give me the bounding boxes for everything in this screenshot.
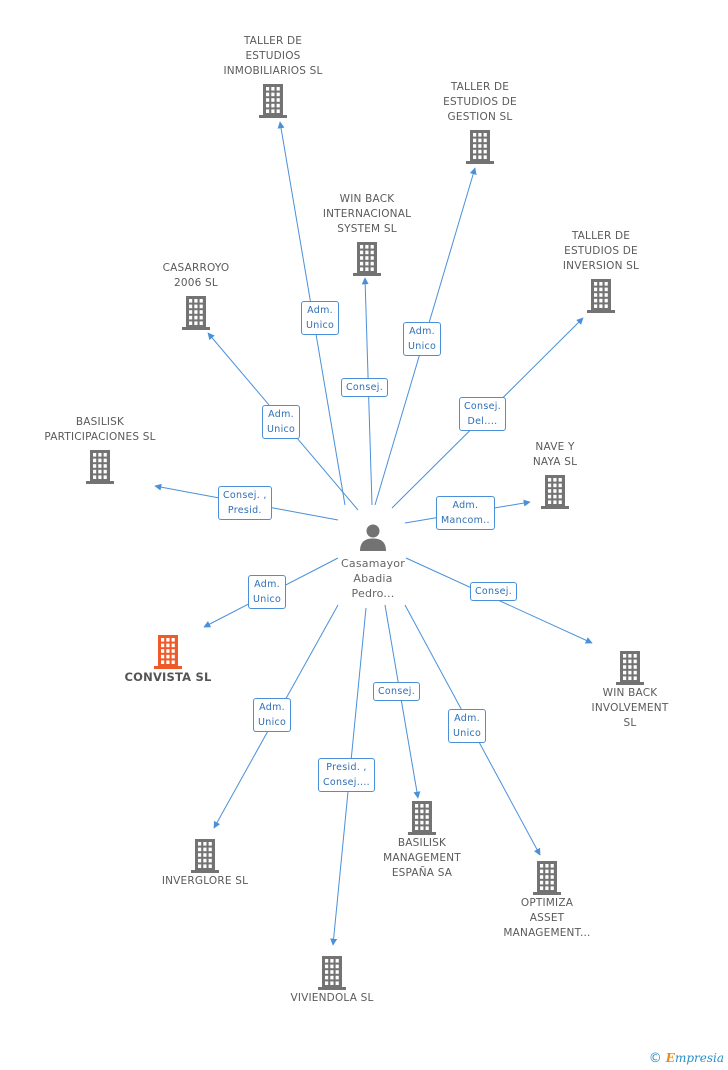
building-icon bbox=[408, 801, 436, 835]
empresia-brand[interactable]: ©Empresia bbox=[649, 1051, 724, 1066]
relation-badge-inverglore[interactable]: Adm. Unico bbox=[253, 698, 292, 732]
building-icon bbox=[466, 130, 494, 164]
relation-badge-win-back-involvement[interactable]: Consej. bbox=[470, 582, 518, 601]
company-label: TALLER DE ESTUDIOS INMOBILIARIOS SL bbox=[223, 35, 323, 77]
company-label: WIN BACK INTERNACIONAL SYSTEM SL bbox=[322, 193, 412, 235]
company-node-basilisk-participaciones[interactable]: BASILISK PARTICIPACIONES SL bbox=[30, 415, 170, 485]
company-label: NAVE Y NAYA SL bbox=[532, 441, 578, 468]
company-label: TALLER DE ESTUDIOS DE GESTION SL bbox=[443, 81, 517, 123]
person-name: Casamayor Abadia Pedro... bbox=[341, 557, 405, 600]
building-icon bbox=[541, 475, 569, 509]
copyright-symbol: © bbox=[648, 1051, 662, 1066]
company-node-taller-inmobiliarios[interactable]: TALLER DE ESTUDIOS INMOBILIARIOS SL bbox=[203, 34, 343, 119]
relation-badge-basilisk-participaciones[interactable]: Consej. , Presid. bbox=[218, 486, 272, 520]
company-label: INVERGLORE SL bbox=[161, 875, 249, 887]
company-node-taller-inversion[interactable]: TALLER DE ESTUDIOS DE INVERSION SL bbox=[531, 229, 671, 314]
building-icon bbox=[191, 839, 219, 873]
relation-badge-casarroyo[interactable]: Adm. Unico bbox=[262, 405, 301, 439]
company-node-optimiza[interactable]: OPTIMIZA ASSET MANAGEMENT... bbox=[477, 860, 617, 941]
center-person[interactable]: Casamayor Abadia Pedro... bbox=[318, 522, 428, 601]
company-node-basilisk-management[interactable]: BASILISK MANAGEMENT ESPAÑA SA bbox=[352, 800, 492, 881]
company-node-viviendola[interactable]: VIVIENDOLA SL bbox=[262, 955, 402, 1006]
building-icon bbox=[533, 861, 561, 895]
company-label: OPTIMIZA ASSET MANAGEMENT... bbox=[503, 897, 591, 939]
company-label: CASARROYO 2006 SL bbox=[162, 262, 230, 289]
company-label: TALLER DE ESTUDIOS DE INVERSION SL bbox=[562, 230, 640, 272]
company-node-nave-naya[interactable]: NAVE Y NAYA SL bbox=[485, 440, 625, 510]
relation-badge-optimiza[interactable]: Adm. Unico bbox=[448, 709, 487, 743]
relation-badge-taller-inmobiliarios[interactable]: Adm. Unico bbox=[301, 301, 340, 335]
company-node-casarroyo[interactable]: CASARROYO 2006 SL bbox=[126, 261, 266, 331]
relation-badge-convista[interactable]: Adm. Unico bbox=[248, 575, 287, 609]
brand-name: mpresia bbox=[674, 1051, 724, 1065]
relation-badge-taller-gestion[interactable]: Adm. Unico bbox=[403, 322, 442, 356]
building-icon bbox=[182, 296, 210, 330]
company-node-inverglore[interactable]: INVERGLORE SL bbox=[135, 838, 275, 889]
company-label: BASILISK PARTICIPACIONES SL bbox=[44, 416, 156, 443]
company-node-taller-gestion[interactable]: TALLER DE ESTUDIOS DE GESTION SL bbox=[410, 80, 550, 165]
company-node-convista[interactable]: CONVISTA SL bbox=[98, 634, 238, 685]
building-icon bbox=[259, 84, 287, 118]
building-icon bbox=[353, 242, 381, 276]
building-icon bbox=[318, 956, 346, 990]
relation-badge-win-back-internacional[interactable]: Consej. bbox=[341, 378, 389, 397]
building-icon bbox=[154, 635, 182, 669]
relation-badge-viviendola[interactable]: Presid. , Consej.... bbox=[318, 758, 375, 792]
company-label: CONVISTA SL bbox=[124, 670, 212, 684]
company-label: BASILISK MANAGEMENT ESPAÑA SA bbox=[383, 837, 461, 879]
person-icon bbox=[360, 524, 386, 551]
relation-badge-basilisk-management[interactable]: Consej. bbox=[373, 682, 421, 701]
building-icon bbox=[587, 279, 615, 313]
company-node-win-back-involvement[interactable]: WIN BACK INVOLVEMENT SL bbox=[560, 650, 700, 731]
company-label: WIN BACK INVOLVEMENT SL bbox=[591, 687, 669, 729]
company-label: VIVIENDOLA SL bbox=[290, 992, 374, 1004]
edge-basilisk-management bbox=[384, 604, 421, 799]
building-icon bbox=[86, 450, 114, 484]
relation-badge-nave-naya[interactable]: Adm. Mancom.. bbox=[436, 496, 495, 530]
company-node-win-back-internacional[interactable]: WIN BACK INTERNACIONAL SYSTEM SL bbox=[297, 192, 437, 277]
building-icon bbox=[616, 651, 644, 685]
relation-badge-taller-inversion[interactable]: Consej. Del.... bbox=[459, 397, 507, 431]
brand-initial: E bbox=[665, 1051, 675, 1065]
